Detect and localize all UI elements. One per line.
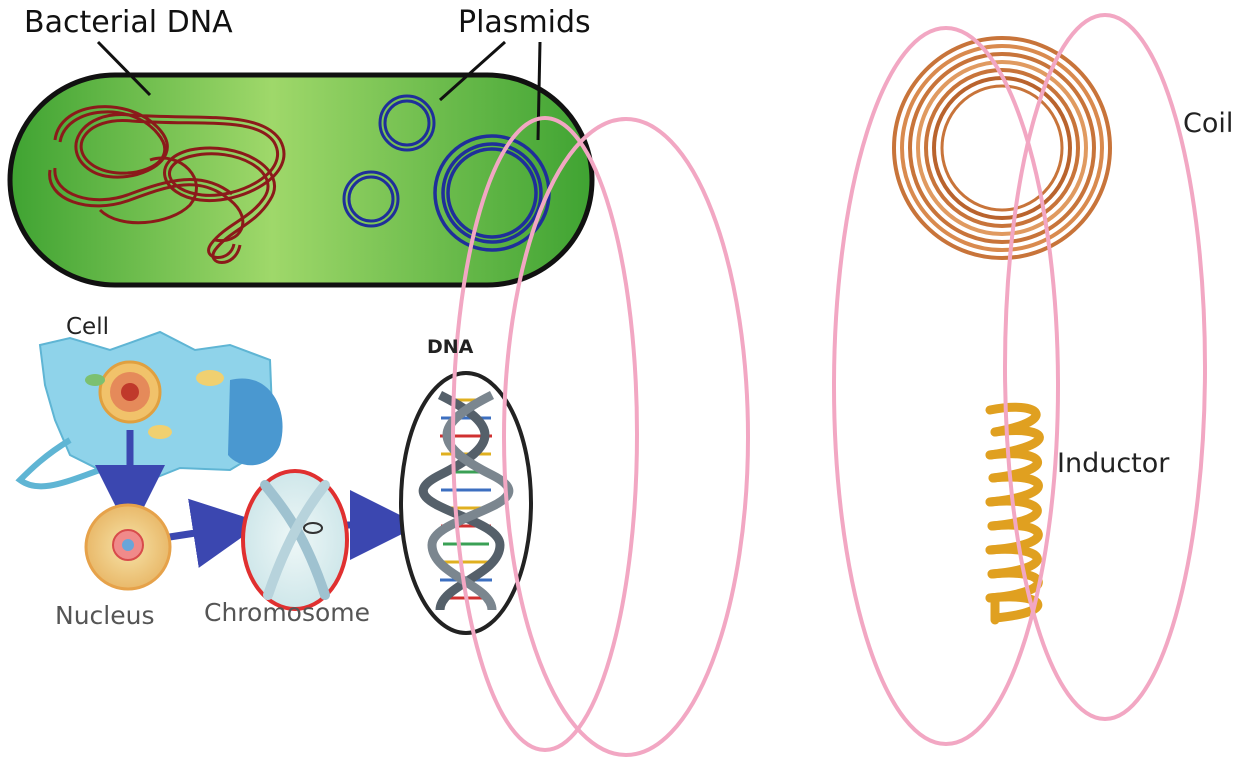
bacterial-dna-leader [96,40,152,97]
coil-illustration [892,36,1112,260]
right-loop-2 [1003,13,1207,721]
plasmids-label: Plasmids [458,5,591,40]
left-loop-2 [502,117,750,757]
field-loops-right [832,13,1207,746]
bacterial-dna-strand [48,105,286,264]
plasmids-leader-1 [439,40,506,102]
coil-label: Coil [1183,108,1234,139]
plasmid-small-bottom [342,170,400,228]
right-loop-1 [832,26,1060,746]
plasmids-leader-2 [536,41,542,141]
bacterial-dna-label: Bacterial DNA [24,5,233,40]
nucleus-label: Nucleus [55,601,155,630]
plasmid-small-top [378,94,436,152]
bacterium [7,72,595,288]
field-loops-left [451,116,750,757]
cell-illustration [15,330,283,490]
dna-illustration [399,371,533,635]
dna-label: DNA [427,336,474,358]
nucleus-illustration [84,503,172,591]
inductor-label: Inductor [1057,448,1170,479]
leader-lines [96,40,542,141]
chromosome-illustration [241,469,349,611]
chromosome-label: Chromosome [204,598,371,627]
cell-label: Cell [66,314,109,340]
left-loop-1 [451,116,639,752]
